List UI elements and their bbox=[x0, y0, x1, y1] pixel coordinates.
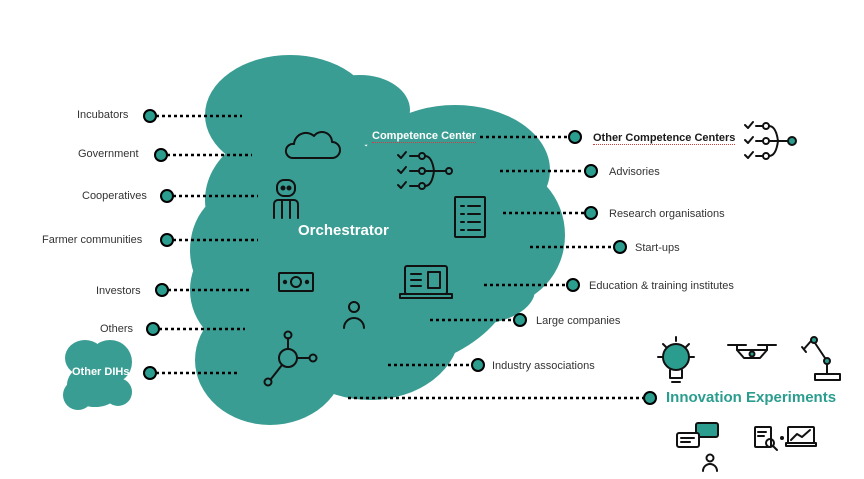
connector-other-competence-centers bbox=[480, 130, 582, 144]
other-dihs-cloud bbox=[63, 340, 132, 410]
checklist-network-icon-right bbox=[744, 121, 797, 160]
connector-government bbox=[154, 148, 252, 162]
innovation-experiments-title: Innovation Experiments bbox=[666, 389, 837, 406]
label-farmer-communities: Farmer communities bbox=[42, 234, 143, 246]
label-industry-associations: Industry associations bbox=[492, 360, 595, 372]
other-dihs-title: Other DIHs bbox=[72, 366, 130, 378]
left-connectors bbox=[143, 109, 258, 380]
label-start-ups: Start-ups bbox=[635, 242, 680, 254]
connector-cooperatives bbox=[160, 189, 258, 203]
label-education-training: Education & training institutes bbox=[589, 280, 734, 292]
connector-innovation-experiments bbox=[348, 391, 657, 405]
analytics-icon bbox=[754, 426, 817, 451]
right-connectors bbox=[348, 130, 657, 405]
connector-industry-associations bbox=[388, 358, 485, 372]
robot-icon bbox=[273, 179, 299, 219]
connector-farmer-communities bbox=[160, 233, 258, 247]
lightbulb-icon bbox=[657, 336, 695, 383]
connector-advisories bbox=[500, 164, 598, 178]
label-others: Others bbox=[100, 323, 134, 335]
money-icon bbox=[278, 272, 314, 292]
connector-other-dihs bbox=[143, 366, 240, 380]
connector-investors bbox=[155, 283, 252, 297]
document-icon bbox=[454, 196, 486, 238]
robot-arm-icon bbox=[801, 336, 841, 381]
label-cooperatives: Cooperatives bbox=[82, 190, 147, 202]
label-other-competence-centers: Other Competence Centers bbox=[593, 132, 736, 145]
label-advisories: Advisories bbox=[609, 166, 660, 178]
checklist-network-icon bbox=[397, 151, 453, 190]
network-icon bbox=[263, 330, 318, 387]
connector-research-organisations bbox=[503, 206, 598, 220]
label-large-companies: Large companies bbox=[536, 315, 621, 327]
label-incubators: Incubators bbox=[77, 109, 129, 121]
connector-education bbox=[484, 278, 580, 292]
drone-icon bbox=[727, 344, 777, 359]
orchestrator-title: Orchestrator bbox=[298, 222, 389, 239]
connector-large-companies bbox=[430, 313, 527, 327]
connector-incubators bbox=[143, 109, 242, 123]
competence-center-title: Competence Center bbox=[372, 130, 476, 143]
label-research-organisations: Research organisations bbox=[609, 208, 725, 220]
person-icon bbox=[343, 301, 365, 329]
connector-others bbox=[146, 322, 245, 336]
connector-start-ups bbox=[530, 240, 627, 254]
cloud-icon bbox=[284, 131, 341, 159]
label-government: Government bbox=[78, 148, 139, 160]
chat-person-icon bbox=[676, 422, 719, 472]
label-investors: Investors bbox=[96, 285, 141, 297]
laptop-icon bbox=[399, 265, 453, 299]
